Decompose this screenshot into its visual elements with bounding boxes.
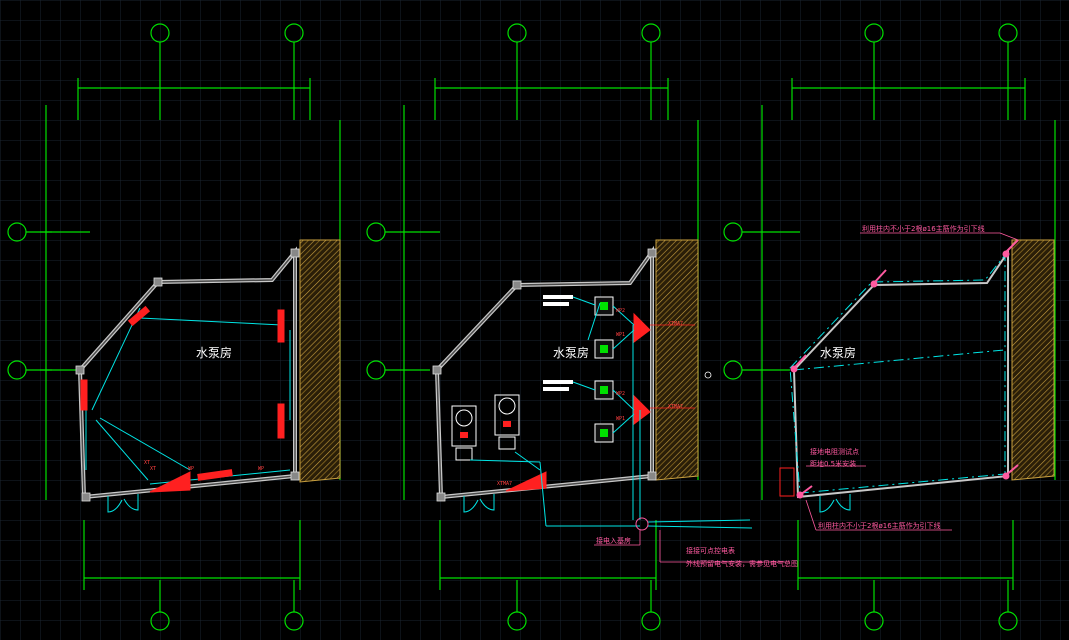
grounding-tie [793, 349, 1005, 371]
soil-hatch [655, 239, 699, 481]
svg-text:WP2: WP2 [616, 308, 625, 314]
pipes [469, 296, 753, 529]
svg-text:XTMA7: XTMA7 [668, 321, 683, 327]
plan-1: XT XT WP WP 水泵房 [7, 23, 341, 631]
white-ducts [543, 295, 573, 391]
soil-hatch [1011, 239, 1055, 481]
svg-text:WP2: WP2 [616, 391, 625, 397]
columns [432, 248, 657, 502]
note-external: 外线预留电气安装，需参见电气总图 [686, 559, 798, 568]
note-down-conductor-bottom: 利用柱内不小于2根ø16主筋作为引下线 [818, 521, 941, 530]
note-install-height: 距地0.5米安装 [810, 459, 856, 468]
svg-text:XTMA7: XTMA7 [497, 481, 512, 487]
room-label: 水泵房 [820, 345, 856, 360]
svg-text:WP1: WP1 [616, 332, 625, 338]
svg-text:XTMA7: XTMA7 [668, 404, 683, 410]
pump-units [451, 394, 520, 461]
fan-box-icons [600, 302, 608, 437]
axis-grid-plan-2 [366, 23, 699, 631]
equipment-labels: XT XT WP WP [144, 460, 264, 472]
ref-marker [704, 371, 712, 379]
pump-motors [460, 421, 511, 438]
test-point-box [779, 467, 795, 497]
annotations [805, 232, 1019, 531]
axis-grid-plan-3 [723, 23, 1056, 631]
annotations [594, 530, 790, 563]
note-meter: 接接可点控电表 [686, 546, 735, 555]
svg-text:WP1: WP1 [616, 416, 625, 422]
down-conductor-markers [790, 239, 1019, 499]
note-test-point: 接地电阻测试点 [810, 447, 859, 456]
columns [75, 248, 300, 502]
door [107, 494, 139, 513]
svg-text:XT: XT [150, 466, 156, 472]
svg-text:WP: WP [258, 466, 264, 472]
equipment-labels: WP2 WP1 WP2 WP1 XTMA7 XTMA7 XTMA7 [497, 308, 683, 487]
room-label: 水泵房 [553, 345, 589, 360]
note-power-entry: 接电入基房 [596, 536, 631, 545]
door [463, 494, 495, 513]
junction-node [635, 517, 649, 531]
plan-3: 利用柱内不小于2根ø16主筋作为引下线 接地电阻测试点 距地0.5米安装 利用柱… [723, 23, 1056, 631]
equipment [505, 312, 695, 492]
plan-2: WP2 WP1 WP2 WP1 XTMA7 XTMA7 XTMA7 接电入基房 … [366, 23, 798, 631]
soil-hatch [299, 239, 341, 483]
note-down-conductor-top: 利用柱内不小于2根ø16主筋作为引下线 [862, 224, 985, 233]
svg-text:XT: XT [144, 460, 150, 466]
door [819, 494, 851, 513]
equipment [80, 305, 285, 493]
room-label: 水泵房 [196, 345, 232, 360]
svg-text:WP: WP [188, 466, 194, 472]
